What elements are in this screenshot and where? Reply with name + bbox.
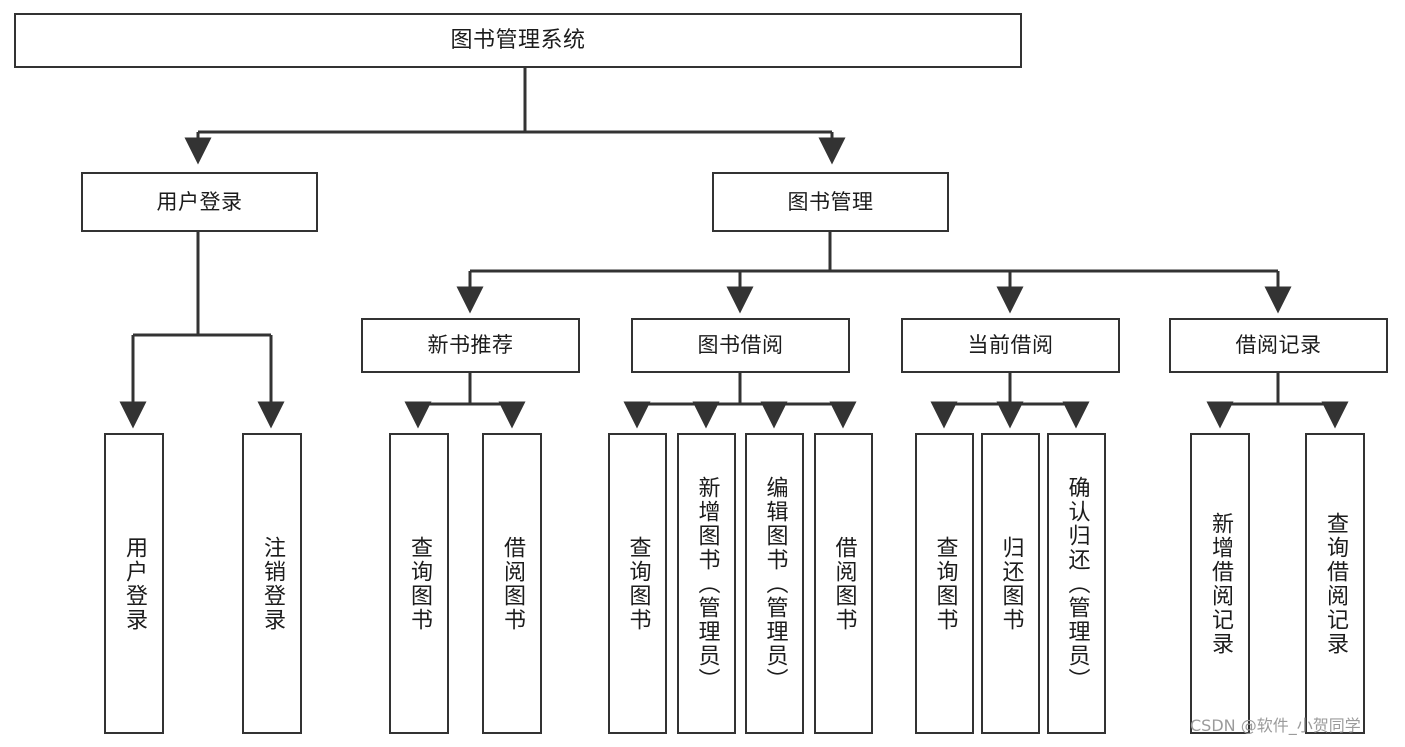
node-label: 查询图书 (625, 535, 651, 632)
node-root-system[interactable]: 图书管理系统 (14, 13, 1022, 68)
node-label: 借阅记录 (1235, 333, 1322, 358)
node-leaf-confirm-return[interactable]: 确认归还（管理员） (1047, 433, 1106, 734)
node-label: 借阅图书 (831, 535, 857, 632)
node-label: 查询图书 (406, 535, 432, 632)
node-label: 编辑图书（管理员） (762, 475, 788, 692)
node-label: 用户登录 (156, 189, 243, 214)
node-label: 图书管理系统 (450, 27, 586, 53)
node-current-borrow[interactable]: 当前借阅 (901, 318, 1120, 373)
node-label: 图书管理 (787, 189, 874, 214)
node-leaf-user-login[interactable]: 用户登录 (104, 433, 164, 734)
node-leaf-logout-login[interactable]: 注销登录 (242, 433, 302, 734)
node-label: 用户登录 (121, 535, 147, 632)
node-book-borrow[interactable]: 图书借阅 (631, 318, 850, 373)
node-new-book-recommend[interactable]: 新书推荐 (361, 318, 580, 373)
node-label: 当前借阅 (967, 333, 1054, 358)
node-leaf-borrow-book-1[interactable]: 借阅图书 (482, 433, 542, 734)
node-leaf-borrow-book-2[interactable]: 借阅图书 (814, 433, 873, 734)
node-user-login[interactable]: 用户登录 (81, 172, 318, 232)
node-label: 确认归还（管理员） (1064, 475, 1090, 692)
node-borrow-record[interactable]: 借阅记录 (1169, 318, 1388, 373)
node-leaf-return-book[interactable]: 归还图书 (981, 433, 1040, 734)
node-label: 借阅图书 (499, 535, 525, 632)
node-label: 注销登录 (259, 535, 285, 632)
node-leaf-query-book-1[interactable]: 查询图书 (389, 433, 449, 734)
node-leaf-edit-book[interactable]: 编辑图书（管理员） (745, 433, 804, 734)
node-leaf-query-book-2[interactable]: 查询图书 (608, 433, 667, 734)
node-label: 图书借阅 (697, 333, 784, 358)
node-book-management[interactable]: 图书管理 (712, 172, 949, 232)
node-leaf-query-book-3[interactable]: 查询图书 (915, 433, 974, 734)
node-label: 归还图书 (998, 535, 1024, 632)
node-label: 新书推荐 (427, 333, 514, 358)
node-leaf-add-record[interactable]: 新增借阅记录 (1190, 433, 1250, 734)
watermark-text: CSDN @软件_小贺同学 (1190, 716, 1361, 735)
node-leaf-add-book[interactable]: 新增图书（管理员） (677, 433, 736, 734)
node-label: 查询借阅记录 (1322, 511, 1348, 656)
node-label: 新增借阅记录 (1207, 511, 1233, 656)
node-label: 新增图书（管理员） (694, 475, 720, 692)
node-leaf-query-record[interactable]: 查询借阅记录 (1305, 433, 1365, 734)
node-label: 查询图书 (932, 535, 958, 632)
